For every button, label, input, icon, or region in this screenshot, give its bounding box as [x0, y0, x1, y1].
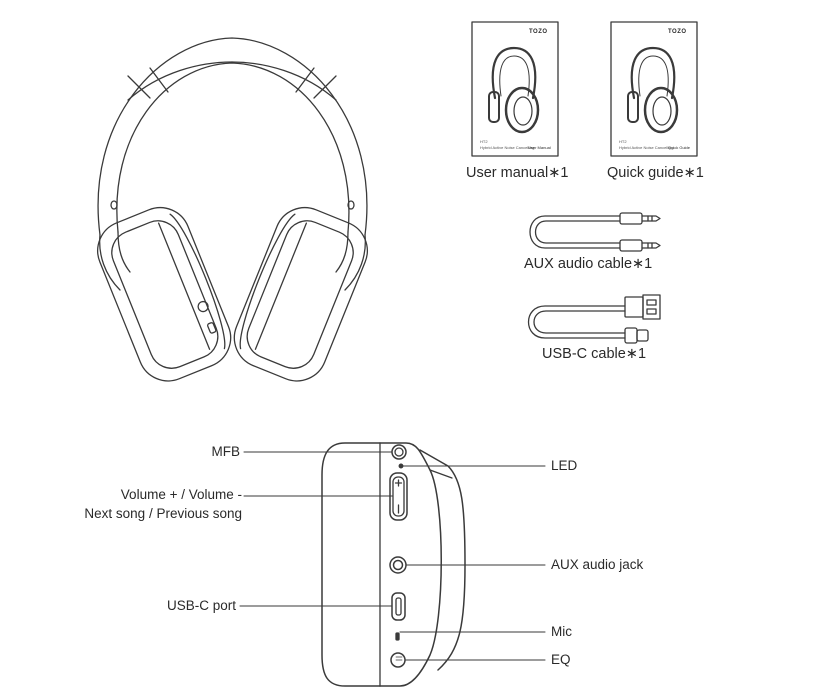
callout-leader-lines — [239, 451, 546, 661]
quick-guide-subtitle: Hybrid Active Noise Cancelling — [619, 145, 673, 150]
user-manual-model: HT2 — [480, 139, 488, 144]
headphones-illustration — [97, 37, 368, 382]
mfb-label: MFB — [211, 444, 241, 459]
user-manual-cover-title: User Manual — [528, 145, 551, 150]
aux-cable-illustration — [529, 212, 661, 252]
volume-label-line2: Next song / Previous song — [84, 506, 242, 521]
quick-guide-caption: Quick guide∗1 — [607, 165, 704, 181]
quick-guide-model: HT2 — [619, 139, 627, 144]
usb-c-cable-illustration — [528, 294, 661, 344]
volume-label-line1: Volume + / Volume - — [120, 487, 242, 502]
user-manual-booklet — [471, 21, 559, 157]
quick-guide-booklet — [610, 21, 698, 157]
mic-label: Mic — [551, 624, 572, 639]
led-label: LED — [551, 458, 578, 473]
aux-cable-caption: AUX audio cable∗1 — [524, 256, 653, 272]
user-manual-caption: User manual∗1 — [466, 165, 569, 181]
user-manual-subtitle: Hybrid Active Noise Cancelling — [480, 145, 534, 150]
quick-guide-brand: TOZO — [668, 29, 687, 35]
eq-label: EQ — [551, 652, 571, 667]
aux-jack-label: AUX audio jack — [551, 557, 644, 572]
quick-guide-cover-title: Quick Guide — [668, 145, 691, 150]
user-manual-brand: TOZO — [529, 29, 548, 35]
usb-cable-caption: USB-C cable∗1 — [542, 346, 647, 362]
usbc-port-label: USB-C port — [166, 598, 236, 613]
